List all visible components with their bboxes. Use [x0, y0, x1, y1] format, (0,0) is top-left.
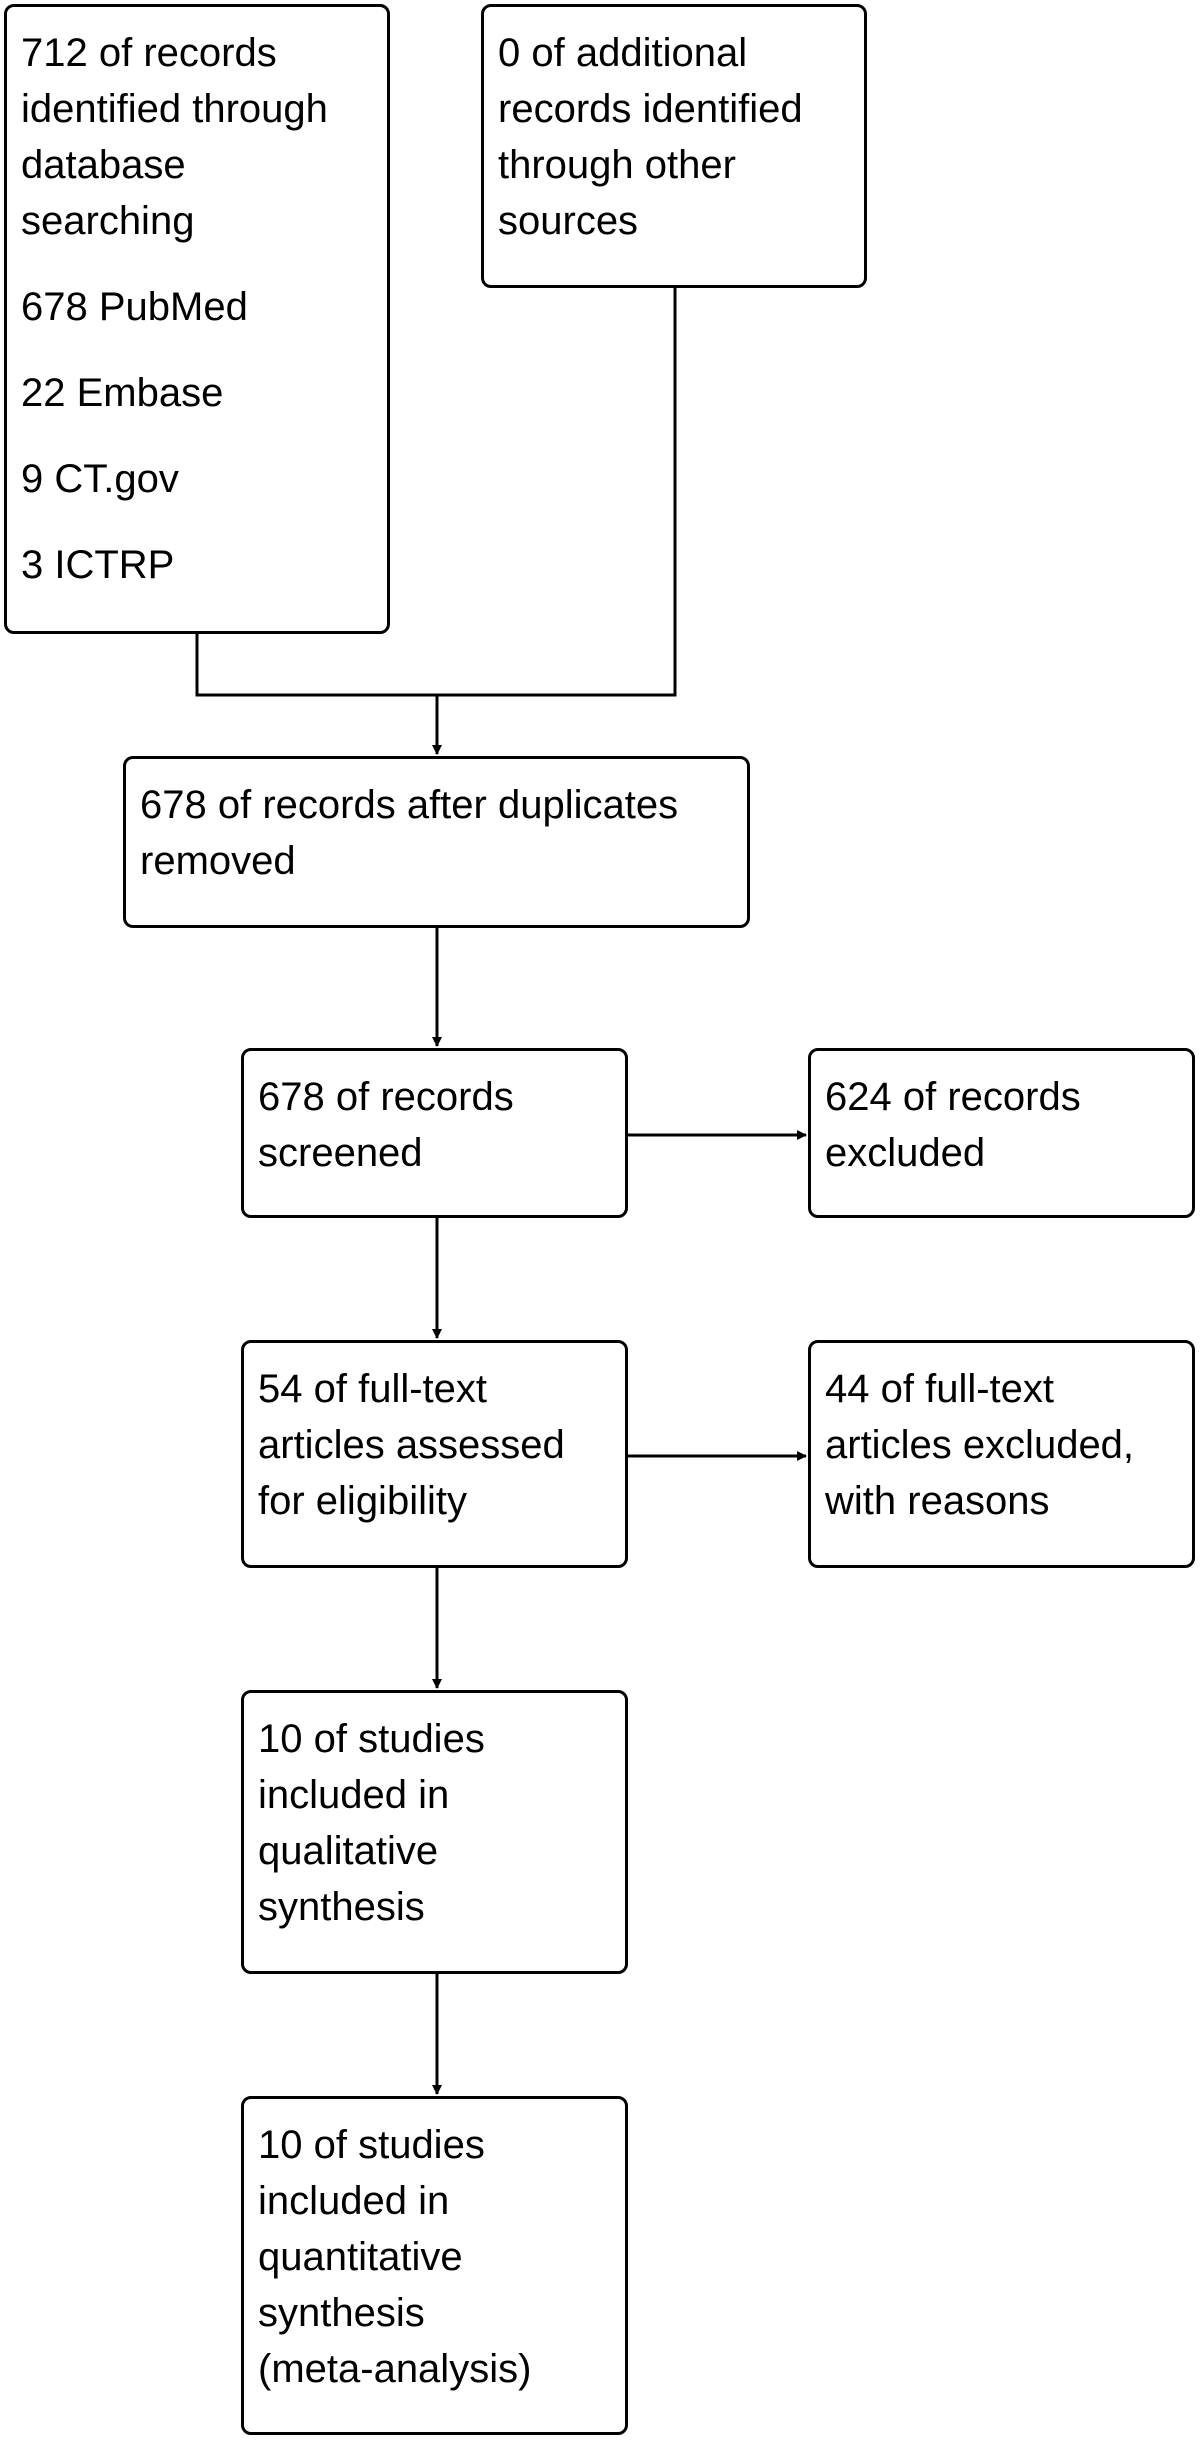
source-embase: 22 Embase: [21, 365, 373, 421]
box-excluded: 624 of records excluded: [808, 1048, 1195, 1218]
box-text-line: 54 of full-text: [258, 1367, 488, 1411]
box-text-line: sources: [498, 199, 639, 243]
box-text-line: 678 of records: [258, 1075, 514, 1119]
box-text-line: identified through: [21, 87, 328, 131]
box-text-line: records identified: [498, 87, 803, 131]
box-text-line: with reasons: [825, 1479, 1050, 1523]
source-pubmed: 678 PubMed: [21, 279, 373, 335]
box-text-line: 712 of records: [21, 31, 277, 75]
box-text-line: excluded: [825, 1131, 986, 1175]
source-count: 3 ICTRP: [21, 543, 175, 587]
box-text-line: for eligibility: [258, 1479, 467, 1523]
box-text-line: removed: [140, 839, 296, 883]
box-text-line: 624 of records: [825, 1075, 1081, 1119]
source-ictrp: 3 ICTRP: [21, 537, 373, 593]
box-text-line: screened: [258, 1131, 423, 1175]
source-count: 678 PubMed: [21, 285, 248, 329]
box-text-line: articles excluded,: [825, 1423, 1135, 1467]
identified-database-text: 712 of records identified through databa…: [21, 25, 373, 249]
box-quantitative-synthesis: 10 of studies included in quantitative s…: [241, 2096, 628, 2435]
box-fulltext-excluded: 44 of full-text articles excluded, with …: [808, 1340, 1195, 1568]
source-count: 22 Embase: [21, 371, 224, 415]
source-ctgov: 9 CT.gov: [21, 451, 373, 507]
box-text-line: 10 of studies: [258, 2123, 485, 2167]
box-screened: 678 of records screened: [241, 1048, 628, 1218]
box-text-line: searching: [21, 199, 195, 243]
box-text-line: qualitative: [258, 1829, 439, 1873]
box-text-line: articles assessed: [258, 1423, 565, 1467]
box-text-line: quantitative: [258, 2235, 463, 2279]
box-fulltext-assessed: 54 of full-text articles assessed for el…: [241, 1340, 628, 1568]
box-text-line: synthesis: [258, 2291, 425, 2335]
box-after-duplicates: 678 of records after duplicates removed: [123, 756, 750, 928]
box-text-line: 44 of full-text: [825, 1367, 1055, 1411]
box-text-line: (meta-analysis): [258, 2347, 532, 2391]
box-text-line: included in: [258, 1773, 450, 1817]
box-text-line: synthesis: [258, 1885, 425, 1929]
box-text-line: included in: [258, 2179, 450, 2223]
box-identified-other-sources: 0 of additional records identified throu…: [481, 4, 867, 288]
box-text-line: 10 of studies: [258, 1717, 485, 1761]
source-count: 9 CT.gov: [21, 457, 179, 501]
box-text-line: 678 of records after duplicates: [140, 783, 679, 827]
box-identified-database: 712 of records identified through databa…: [4, 4, 390, 634]
box-qualitative-synthesis: 10 of studies included in qualitative sy…: [241, 1690, 628, 1974]
box-text-line: 0 of additional: [498, 31, 748, 75]
box-text-line: through other: [498, 143, 736, 187]
box-text-line: database: [21, 143, 186, 187]
